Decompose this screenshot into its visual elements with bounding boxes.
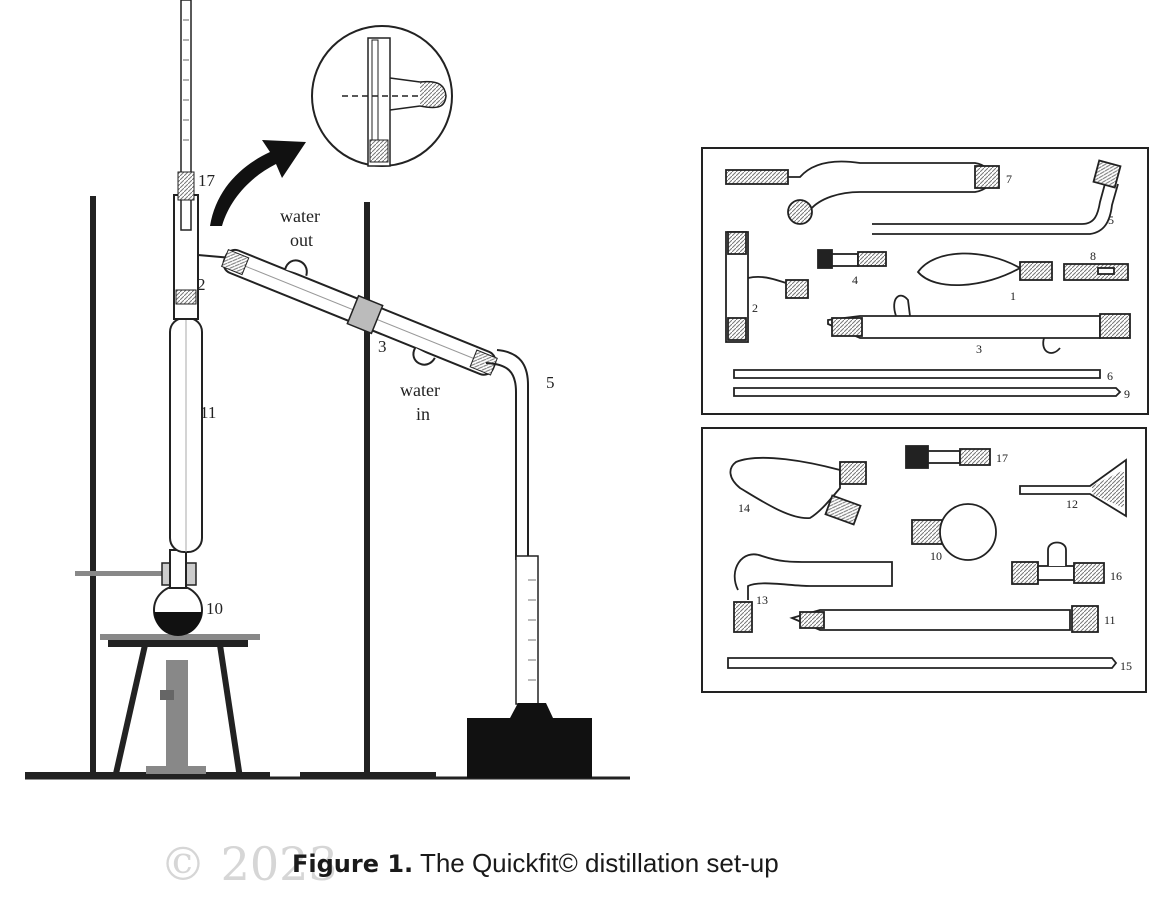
kit-label-17: 17: [996, 451, 1008, 465]
label-thermometer-17: 17: [198, 171, 216, 190]
kit-label-10: 10: [930, 549, 942, 563]
retort-stand-base-right: [300, 772, 436, 779]
kit-label-4: 4: [852, 273, 858, 287]
tripod-top: [100, 634, 260, 640]
kit-bottom-panel: [701, 427, 1147, 693]
retort-stand-rod-right: [364, 202, 370, 778]
kit-bottom-labels: 17 14 12 10 16 13 11 15: [738, 451, 1132, 673]
kit-label-9: 9: [1124, 387, 1130, 401]
clamp: [75, 571, 165, 576]
label-adapter-5: 5: [546, 373, 555, 392]
figure-caption: Figure 1. The Quickfit© distillation set…: [292, 848, 992, 879]
label-flask-10: 10: [206, 599, 223, 618]
kit-label-14: 14: [738, 501, 750, 515]
burner: [166, 660, 188, 770]
figure-caption-label: Figure 1.: [292, 850, 414, 878]
label-water-in-line2: in: [416, 404, 430, 424]
label-condenser-3: 3: [378, 337, 387, 356]
label-water-in-line1: water: [400, 380, 440, 400]
kit-label-1: 1: [1010, 289, 1016, 303]
kit-label-5: 5: [1108, 213, 1114, 227]
kit-label-6: 6: [1107, 369, 1113, 383]
receiver-adapter: [485, 349, 529, 560]
kit-label-16: 16: [1110, 569, 1122, 583]
kit-label-13: 13: [756, 593, 768, 607]
watermark: © 2023: [160, 837, 338, 891]
label-water-out-line1: water: [280, 206, 320, 226]
figure-caption-text: The Quickfit© distillation set-up: [419, 848, 779, 878]
measuring-cylinder: [515, 555, 539, 705]
label-column-11: 11: [200, 403, 216, 422]
block-support: [510, 703, 553, 718]
kit-label-12: 12: [1066, 497, 1078, 511]
liebig-condenser: [220, 248, 498, 376]
kit-label-7: 7: [1006, 172, 1012, 186]
kit-label-8: 8: [1090, 249, 1096, 263]
kit-top-labels: 7 5 8 4 2 1 3 6 9: [752, 172, 1130, 401]
assembled-apparatus: [25, 0, 630, 780]
retort-stand-rod-left: [90, 196, 96, 778]
zoom-arrow: [210, 140, 306, 226]
kit-label-11: 11: [1104, 613, 1116, 627]
label-water-out-line2: out: [290, 230, 313, 250]
kit-label-3: 3: [976, 342, 982, 356]
retort-stand-base-left: [25, 772, 270, 779]
thermometer: [180, 0, 192, 231]
kit-label-15: 15: [1120, 659, 1132, 673]
kit-top-panel: [701, 147, 1149, 415]
label-still-head-2: 2: [197, 275, 206, 294]
kit-label-2: 2: [752, 301, 758, 315]
